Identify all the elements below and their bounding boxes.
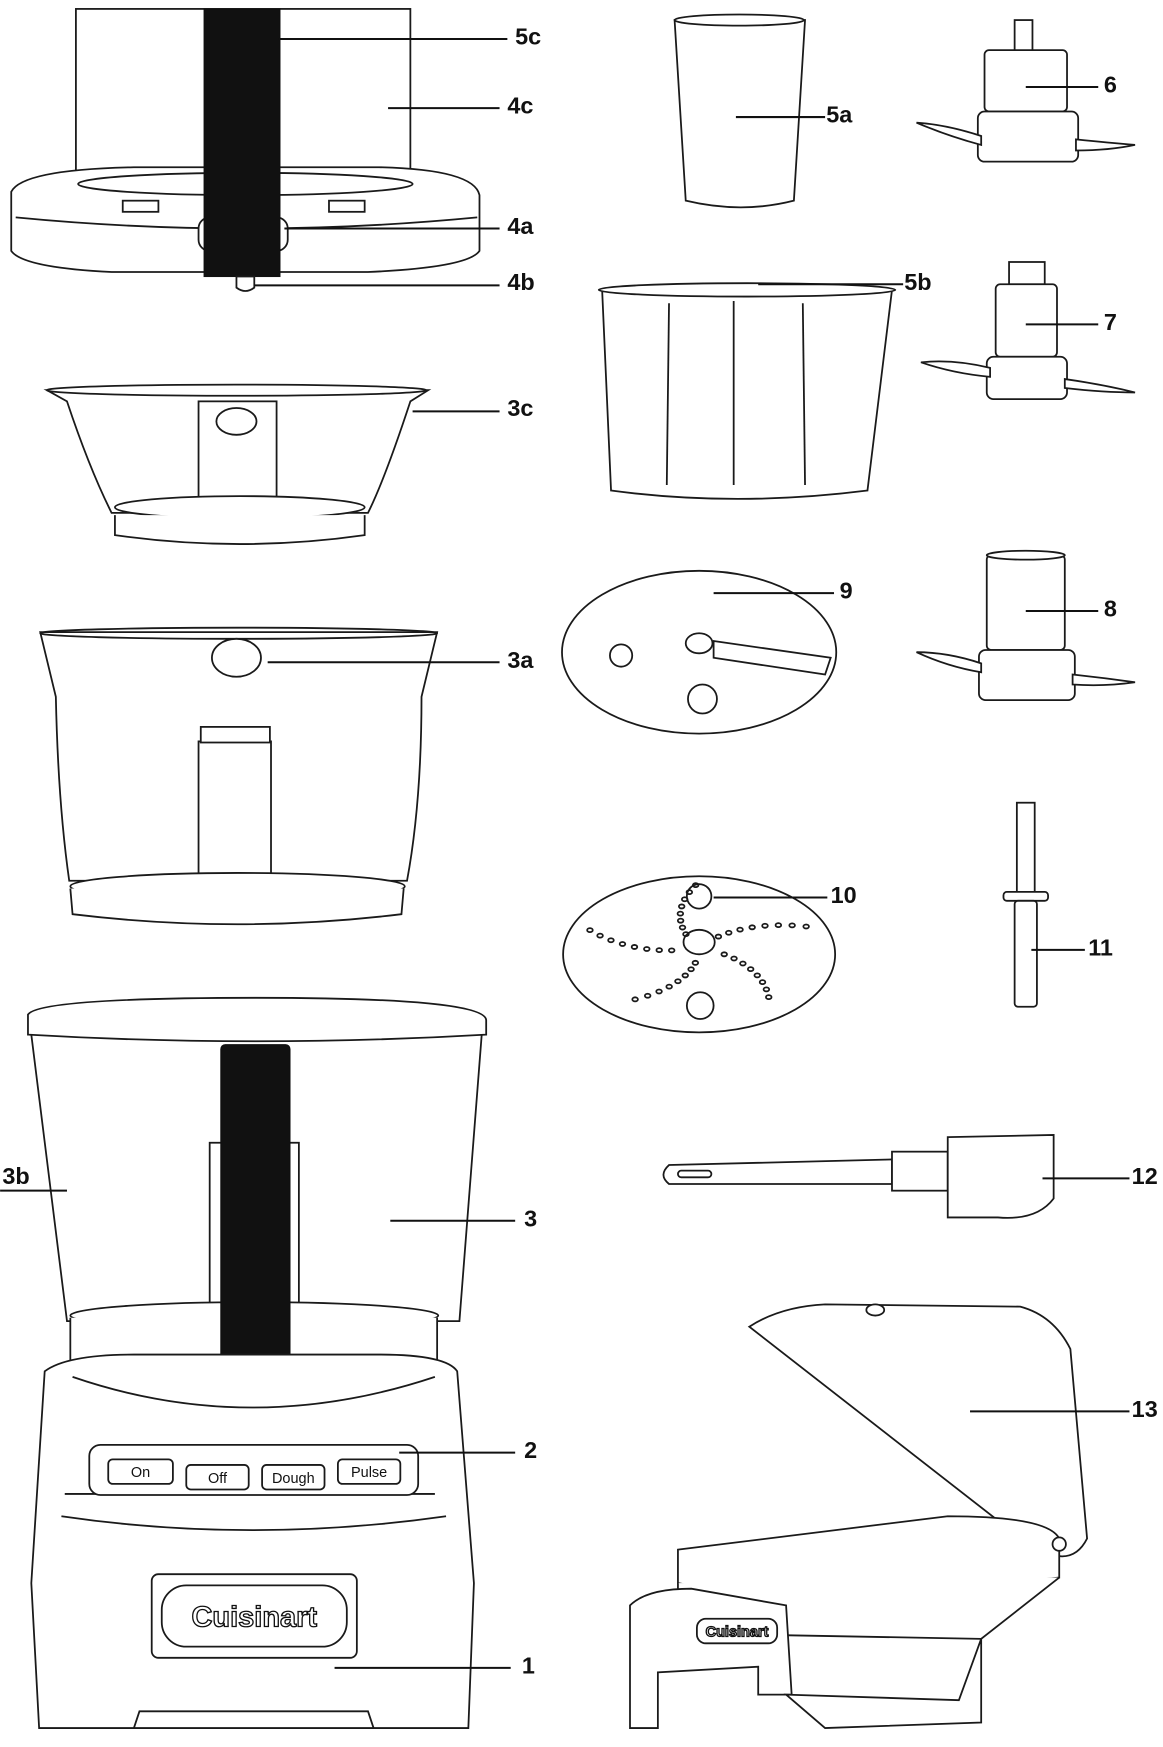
button-off[interactable]: Off <box>185 1464 250 1491</box>
label-8: 8 <box>1104 596 1117 622</box>
label-3a: 3a <box>507 647 534 673</box>
shred-hole <box>631 996 639 1003</box>
label-1: 1 <box>522 1652 535 1678</box>
svg-text:On: On <box>131 1465 150 1481</box>
shred-hole <box>682 931 690 938</box>
shred-hole <box>678 924 687 931</box>
shred-hole <box>753 972 761 979</box>
lid-assembly <box>10 8 481 292</box>
label-5a: 5a <box>826 102 853 128</box>
blade-6 <box>916 19 1136 163</box>
label-3: 3 <box>524 1205 537 1231</box>
cuisinart-logo: Cuisinart <box>192 1602 318 1634</box>
button-pulse[interactable]: Pulse <box>337 1458 402 1485</box>
shred-hole <box>765 994 773 1000</box>
label-13: 13 <box>1132 1396 1158 1422</box>
shred-hole <box>618 941 627 947</box>
shred-hole <box>643 946 651 952</box>
shred-hole <box>607 937 615 944</box>
shred-hole <box>774 922 783 929</box>
shred-hole <box>691 959 700 966</box>
shred-holes <box>586 882 810 1003</box>
label-4c: 4c <box>507 93 533 119</box>
shred-hole <box>681 896 689 903</box>
large-pusher <box>597 282 897 500</box>
small-bowl <box>43 383 432 545</box>
shred-hole <box>685 889 694 895</box>
blade-8 <box>916 549 1136 702</box>
shred-hole <box>678 903 686 910</box>
blade-7 <box>920 261 1136 401</box>
button-dough[interactable]: Dough <box>261 1464 326 1491</box>
shred-hole <box>643 992 652 999</box>
shred-hole <box>665 983 673 990</box>
callouts: 5c 4c 4a 4b 3c 3a 3b 3 2 1 5a 6 5b 7 9 8… <box>0 24 1158 1678</box>
shred-hole <box>730 955 738 962</box>
label-4b: 4b <box>507 269 534 295</box>
shred-hole <box>630 944 639 950</box>
spatula <box>662 1134 1055 1219</box>
shred-hole <box>761 922 769 929</box>
shred-hole <box>748 924 756 931</box>
label-11: 11 <box>1088 934 1113 960</box>
shred-hole <box>736 926 744 933</box>
shred-hole <box>676 910 685 917</box>
label-6: 6 <box>1104 72 1117 98</box>
shred-hole <box>687 966 695 973</box>
small-pusher <box>673 13 806 209</box>
shred-hole <box>788 922 796 929</box>
shred-hole <box>655 988 663 995</box>
medium-bowl <box>39 626 439 926</box>
shred-hole <box>725 929 733 936</box>
storage-case: Cuisinart <box>629 1303 1089 1729</box>
slicing-disc <box>561 569 838 735</box>
detachable-stem <box>1002 801 1049 1008</box>
svg-text:Pulse: Pulse <box>351 1465 387 1481</box>
motor-base: On Off Dough Pulse Cuisinart <box>30 1353 475 1729</box>
work-bowl <box>27 996 488 1378</box>
label-3c: 3c <box>507 395 533 421</box>
shred-hole <box>586 927 594 934</box>
shred-hole <box>676 917 685 924</box>
label-3b: 3b <box>2 1163 29 1189</box>
label-7: 7 <box>1104 309 1117 335</box>
label-5c: 5c <box>515 24 541 50</box>
svg-text:Off: Off <box>208 1471 228 1487</box>
shred-hole <box>758 979 767 986</box>
label-2: 2 <box>524 1437 537 1463</box>
svg-text:Dough: Dough <box>272 1471 315 1487</box>
shred-hole <box>691 882 700 889</box>
shred-hole <box>762 986 771 993</box>
label-4a: 4a <box>507 213 534 239</box>
label-9: 9 <box>840 578 853 604</box>
shred-hole <box>746 966 755 973</box>
shred-hole <box>739 960 747 967</box>
case-cuisinart-logo: Cuisinart <box>706 1625 769 1641</box>
shred-hole <box>655 947 663 954</box>
shred-hole <box>714 933 723 940</box>
label-5b: 5b <box>904 269 931 295</box>
button-on[interactable]: On <box>107 1458 174 1485</box>
shred-hole <box>674 978 682 985</box>
shred-hole <box>668 947 676 954</box>
shred-hole <box>802 923 810 930</box>
shredding-disc <box>562 875 837 1034</box>
label-10: 10 <box>831 882 857 908</box>
shred-hole <box>681 972 689 979</box>
shred-hole <box>720 951 728 958</box>
shred-hole <box>596 932 604 939</box>
label-12: 12 <box>1132 1163 1158 1189</box>
